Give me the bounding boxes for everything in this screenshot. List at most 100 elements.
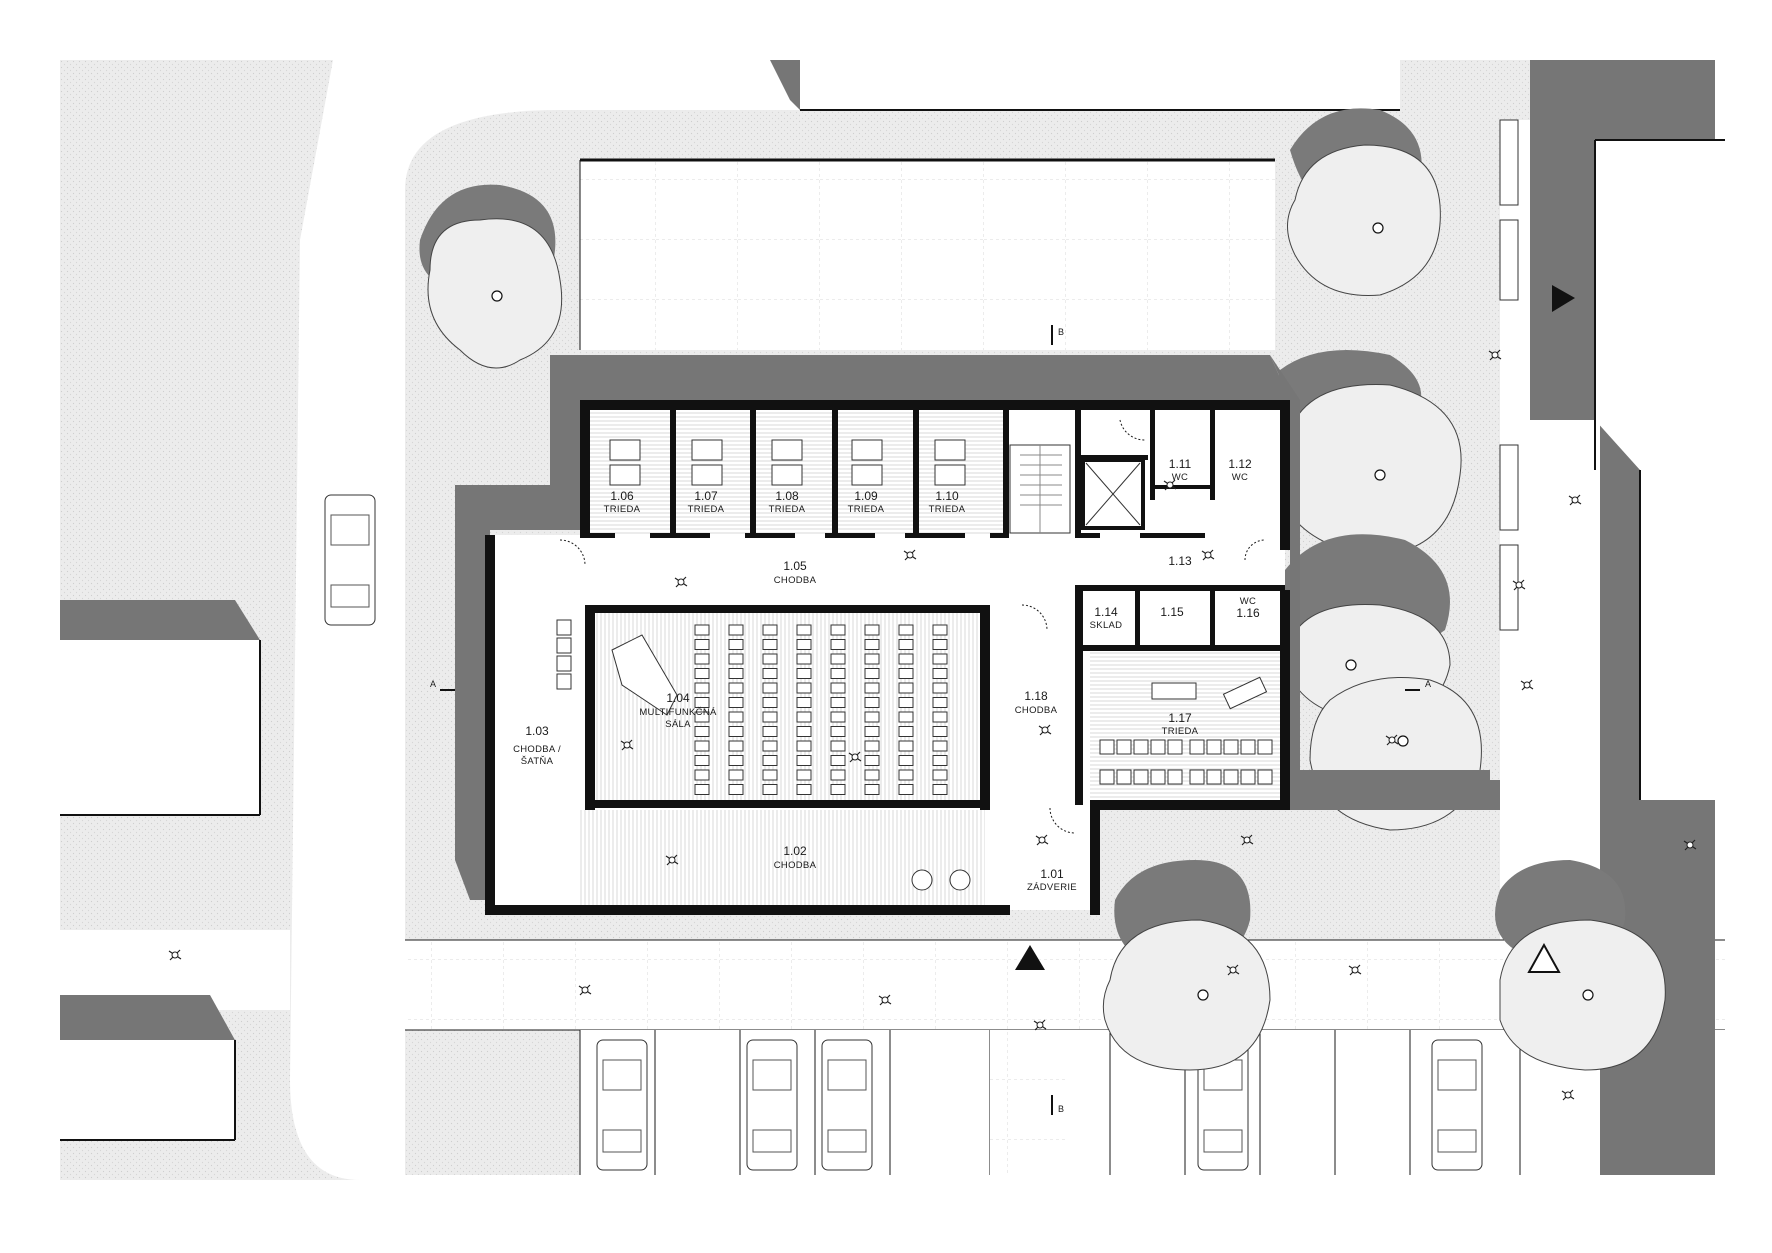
car-icon <box>324 494 376 626</box>
room-102-number: 1.02 <box>783 844 807 858</box>
room-116-number: 1.16 <box>1236 606 1260 620</box>
parked-cars <box>324 494 1483 1171</box>
section-b-top: B <box>1058 327 1064 337</box>
seat <box>694 624 710 636</box>
seat <box>898 711 914 723</box>
seat <box>762 639 778 650</box>
people <box>168 349 1697 1101</box>
seat <box>830 639 846 650</box>
section-a-left: A <box>430 679 436 689</box>
seat <box>932 668 948 679</box>
seat <box>932 711 948 723</box>
neighbour-buildings-left <box>60 600 261 1141</box>
person-icon <box>665 854 679 866</box>
seat <box>898 784 914 795</box>
seat <box>830 726 846 737</box>
seat <box>898 726 914 737</box>
seat <box>864 726 880 737</box>
room-105-number: 1.05 <box>783 559 807 573</box>
person-icon <box>620 739 634 751</box>
seat <box>694 769 710 781</box>
seat <box>830 668 846 679</box>
seat <box>932 784 948 795</box>
seat <box>694 697 710 708</box>
seat <box>694 668 710 679</box>
desk <box>1240 739 1256 755</box>
seat <box>830 784 846 795</box>
piano-icon <box>1222 676 1268 710</box>
seat <box>796 682 812 694</box>
room-101-name: ZÁDVERIE <box>1027 882 1077 893</box>
room-107-number: 1.07 <box>694 489 718 503</box>
desk <box>1189 739 1205 755</box>
seat <box>864 668 880 679</box>
seat <box>864 653 880 665</box>
seat <box>864 711 880 723</box>
seat <box>694 639 710 650</box>
seat <box>796 755 812 766</box>
seat <box>898 624 914 636</box>
person-icon <box>1488 349 1502 361</box>
room-112-name: WC <box>1232 472 1248 483</box>
seat <box>830 769 846 781</box>
room-labels: 1.01 ZÁDVERIE 1.02 CHODBA 1.03 CHODBA / … <box>513 457 1260 893</box>
section-a-right: A <box>1425 679 1431 689</box>
seat <box>796 697 812 708</box>
seat <box>796 668 812 679</box>
seat <box>830 624 846 636</box>
room-107-name: TRIEDA <box>688 504 725 515</box>
room-109-name: TRIEDA <box>848 504 885 515</box>
person-icon <box>1520 679 1534 691</box>
car-icon <box>1197 1039 1249 1171</box>
seat <box>830 740 846 752</box>
seat <box>796 726 812 737</box>
classroom-117-desks <box>1099 739 1273 785</box>
desk <box>1240 769 1256 785</box>
seat <box>728 697 744 708</box>
room-114-name: SKLAD <box>1090 620 1123 631</box>
person-icon <box>168 949 182 961</box>
seat <box>728 682 744 694</box>
person-icon <box>1385 734 1399 746</box>
desk <box>1116 739 1132 755</box>
staircase <box>1009 444 1071 534</box>
person-icon <box>1568 494 1582 506</box>
seat <box>728 668 744 679</box>
seat <box>728 755 744 766</box>
seat <box>830 653 846 665</box>
room-118-number: 1.18 <box>1024 689 1048 703</box>
room-113-number: 1.13 <box>1168 554 1192 568</box>
seat <box>898 682 914 694</box>
seat <box>728 740 744 752</box>
seat <box>694 653 710 665</box>
room-106-number: 1.06 <box>610 489 634 503</box>
piano-icon <box>611 634 678 716</box>
desk <box>1116 769 1132 785</box>
person-icon <box>1035 834 1049 846</box>
car-icon <box>821 1039 873 1171</box>
seat <box>762 726 778 737</box>
person-icon <box>578 984 592 996</box>
car-icon <box>1431 1039 1483 1171</box>
seat <box>932 726 948 737</box>
seat <box>694 755 710 766</box>
desk <box>1257 769 1273 785</box>
seat <box>796 624 812 636</box>
building-shadow <box>455 355 1500 900</box>
room-102-name: CHODBA <box>774 860 817 871</box>
person-icon <box>903 549 917 561</box>
room-117-number: 1.17 <box>1168 711 1192 725</box>
person-icon <box>1348 964 1362 976</box>
person-icon <box>878 994 892 1006</box>
room-110-number: 1.10 <box>935 489 959 503</box>
person-icon <box>1561 1089 1575 1101</box>
person-icon <box>1683 839 1697 851</box>
doors <box>559 419 1266 834</box>
seat <box>762 624 778 636</box>
seat <box>932 697 948 708</box>
room-115-number: 1.15 <box>1160 605 1184 619</box>
desk <box>1206 769 1222 785</box>
seat <box>864 624 880 636</box>
entrance-triangle-icon <box>1527 942 1561 973</box>
